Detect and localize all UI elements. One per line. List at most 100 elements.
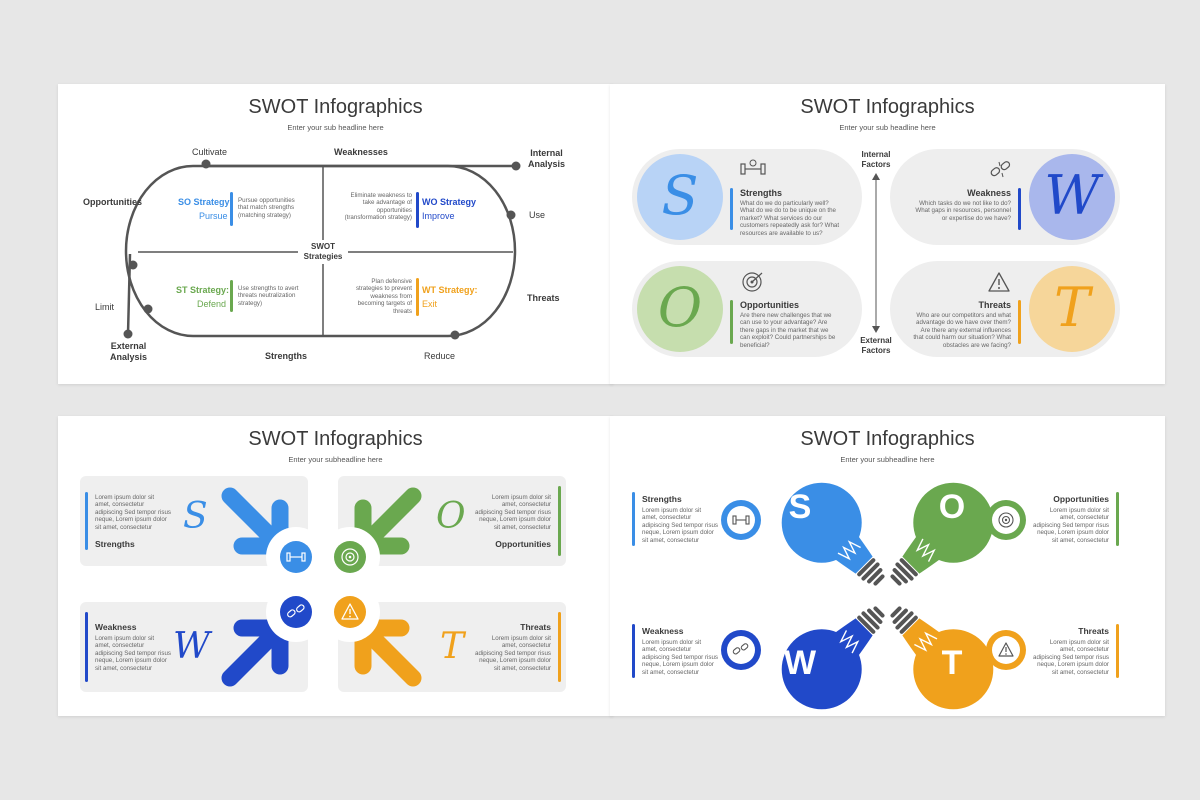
st-strategy-title: ST Strategy: (176, 285, 230, 295)
strengths-accent-bar (85, 492, 88, 550)
target-icon (742, 272, 763, 292)
reduce-label: Reduce (424, 351, 456, 361)
threats-title: Threats (1078, 626, 1109, 636)
opportunities-accent-bar (730, 300, 733, 344)
s-letter: S (183, 496, 208, 537)
slide-subtitle: Enter your sub headline here (287, 123, 384, 132)
wt-strategy-desc: Plan defensive strategies to prevent wea… (355, 278, 412, 315)
strengths-accent-bar (632, 492, 635, 546)
weakness-title: Weakness (95, 622, 137, 632)
so-strategy-action: Pursue (199, 211, 228, 221)
strengths-label: Strengths (265, 351, 308, 361)
broken-chain-icon (287, 604, 305, 618)
cultivate-label: Cultivate (192, 147, 228, 157)
wo-strategy-action: Improve (422, 211, 455, 221)
target-icon (998, 512, 1014, 528)
broken-chain-icon (732, 643, 749, 655)
warning-icon (988, 272, 1010, 292)
weakness-accent-bar (1018, 188, 1021, 230)
opportunities-title: Opportunities (740, 300, 799, 310)
so-strategy-title: SO Strategy (178, 197, 230, 207)
weaknesses-label: Weaknesses (334, 147, 388, 157)
strengths-desc: Lorem ipsum dolor sit amet, consectetur … (642, 507, 719, 544)
slide-subtitle: Enter your subheadline here (288, 455, 383, 464)
st-strategy-desc: Use strengths to avert threats neutraliz… (238, 285, 299, 307)
threats-desc: Lorem ipsum dolor sit amet, consectetur … (1033, 639, 1110, 676)
s-bulb (781, 482, 885, 586)
strengths-title: Strengths (95, 539, 135, 549)
lightbulbs-graphic (781, 482, 994, 710)
weakness-accent-bar (632, 624, 635, 678)
st-accent-bar (230, 280, 233, 312)
opportunities-accent-bar (558, 486, 561, 556)
slide-swot-bulbs: SWOT Infographics Enter your subheadline… (610, 416, 1165, 716)
weakness-accent-bar (85, 612, 88, 682)
slide-subtitle: Enter your sub headline here (839, 123, 936, 132)
weakness-title: Weakness (967, 188, 1011, 198)
broken-chain-icon (990, 161, 1011, 178)
t-letter: T (941, 644, 963, 682)
w-letter: W (173, 626, 211, 667)
threats-accent-bar (1116, 624, 1119, 678)
slide-swot-arrows: SWOT Infographics Enter your subheadline… (58, 416, 613, 716)
use-label: Use (529, 210, 546, 220)
wt-accent-bar (416, 278, 419, 316)
slide-title: SWOT Infographics (248, 96, 423, 118)
strengths-desc: What do we do particularly well? What do… (740, 200, 840, 237)
threats-accent-bar (558, 612, 561, 682)
limit-label: Limit (95, 302, 115, 312)
weakness-desc: Lorem ipsum dolor sit amet, consectetur … (642, 639, 719, 676)
threats-title: Threats (978, 300, 1011, 310)
s-letter: S (661, 164, 699, 227)
so-strategy-desc: Pursue opportunities that match strength… (238, 197, 295, 219)
st-strategy-action: Defend (197, 299, 227, 309)
s-letter-circle (637, 154, 723, 240)
wo-accent-bar (416, 192, 419, 228)
slide-swot-strategies: SWOT Infographics Enter your sub headlin… (58, 84, 613, 384)
dumbbell-icon (732, 515, 750, 525)
opportunities-desc: Lorem ipsum dolor sit amet, consectetur … (475, 494, 552, 531)
strengths-accent-bar (730, 188, 733, 230)
o-letter: O (938, 488, 966, 526)
slide-title: SWOT Infographics (248, 428, 423, 450)
target-icon (341, 548, 359, 566)
t-letter: T (1053, 276, 1091, 339)
strengths-desc: Lorem ipsum dolor sit amet, consectetur … (95, 494, 172, 531)
weakness-icon-circle (280, 596, 312, 628)
factors-double-arrow (872, 173, 880, 333)
so-accent-bar (230, 192, 233, 226)
t-letter: T (440, 626, 465, 667)
opportunities-desc: Are there new challenges that we can use… (740, 312, 836, 349)
strengths-title: Strengths (740, 188, 783, 198)
dumbbell-icon (740, 159, 766, 175)
wo-strategy-desc: Eliminate weakness to take advantage of … (344, 192, 412, 222)
opportunities-label: Opportunities (83, 197, 142, 207)
weakness-icon-inner (727, 636, 755, 664)
w-letter: W (1044, 164, 1100, 227)
warning-icon (998, 642, 1014, 657)
threats-desc: Who are our competitors and what advanta… (913, 312, 1011, 349)
w-letter-circle (1029, 154, 1115, 240)
slide-swot-factors: SWOT Infographics Enter your sub headlin… (610, 84, 1165, 384)
weakness-desc: Which tasks do we not like to do? What g… (915, 200, 1011, 222)
opportunities-desc: Lorem ipsum dolor sit amet, consectetur … (1033, 507, 1110, 544)
o-letter: O (657, 276, 703, 339)
wt-strategy-title: WT Strategy: (422, 285, 478, 295)
slide-title: SWOT Infographics (800, 428, 975, 450)
w-letter: W (783, 644, 817, 682)
strategy-track-diagram (123, 159, 521, 340)
threats-desc: Lorem ipsum dolor sit amet, consectetur … (475, 635, 552, 672)
t-letter-circle (1029, 266, 1115, 352)
threats-title: Threats (520, 622, 551, 632)
strengths-title: Strengths (642, 494, 682, 504)
wt-strategy-action: Exit (422, 299, 438, 309)
warning-icon (341, 603, 359, 620)
slide-title: SWOT Infographics (800, 96, 975, 118)
o-letter: O (436, 496, 466, 537)
o-letter-circle (637, 266, 723, 352)
